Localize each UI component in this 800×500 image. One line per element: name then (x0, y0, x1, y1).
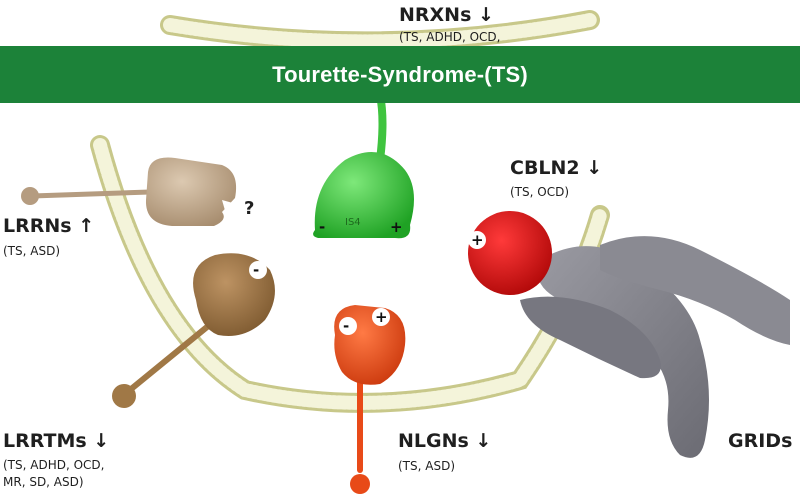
question-mark: ? (244, 198, 255, 219)
banner-title: Tourette-Syndrome-(TS) (272, 61, 528, 87)
nlgn-plus-sign: + (375, 308, 388, 326)
lrrtms-label: LRRTMs ↓ (3, 430, 110, 452)
lrrn-molecule (21, 157, 240, 226)
lrrns-label: LRRNs ↑ (3, 215, 95, 237)
grids-label: GRIDs (728, 430, 793, 452)
nrxn-molecule: - + IS4 (313, 91, 414, 239)
lrrtm-minus-sign: - (253, 261, 259, 279)
nlgn-molecule: - + (334, 305, 406, 494)
nlgns-label: NLGNs ↓ (398, 430, 492, 452)
lrrns-disorders: (TS, ASD) (3, 244, 61, 258)
nrxn-minus-sign: - (319, 218, 325, 236)
grid-molecule (520, 236, 790, 458)
lrrtm-molecule: - (112, 253, 275, 408)
nrxns-label: NRXNs ↓ (399, 4, 494, 26)
presynaptic-membrane (160, 10, 600, 52)
nlgn-minus-sign: - (343, 317, 349, 335)
cbln2-label: CBLN2 ↓ (510, 157, 603, 179)
nrxns-disorders: (TS, ADHD, OCD, (399, 30, 501, 44)
nrxn-plus-sign: + (390, 218, 403, 236)
lrrtms-disorders-line2: MR, SD, ASD) (3, 475, 84, 489)
cbln2-disorders: (TS, OCD) (510, 185, 570, 199)
cbln2-plus-sign: + (471, 231, 484, 249)
lrrtms-disorders-line1: (TS, ADHD, OCD, (3, 458, 105, 472)
title-banner: Tourette-Syndrome-(TS) (0, 46, 800, 103)
cbln2-molecule: + (468, 211, 552, 295)
nlgns-disorders: (TS, ASD) (398, 459, 456, 473)
is4-label: IS4 (345, 217, 361, 228)
